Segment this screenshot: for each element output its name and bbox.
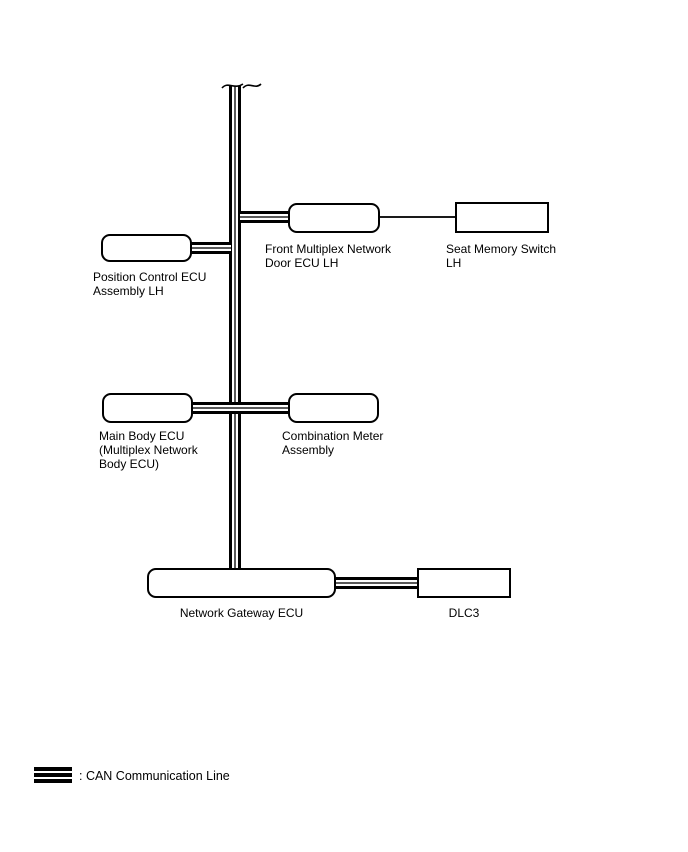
node-main-body-ecu	[102, 393, 193, 423]
legend-label: : CAN Communication Line	[79, 769, 230, 783]
can-branch-position-control	[190, 242, 231, 254]
can-branch-front-multiplex	[240, 211, 289, 223]
node-label-network-gateway: Network Gateway ECU	[179, 606, 304, 620]
node-seat-memory-switch	[455, 202, 549, 233]
node-label-position-control: Position Control ECU Assembly LH	[93, 270, 207, 298]
node-label-seat-memory: Seat Memory Switch LH	[446, 242, 557, 270]
can-bus-vertical	[229, 86, 241, 569]
can-branch-mainbody-combination	[191, 402, 290, 414]
node-label-main-body: Main Body ECU (Multiplex Network Body EC…	[99, 429, 198, 471]
node-dlc3	[417, 568, 511, 598]
node-front-multiplex-ecu	[288, 203, 380, 233]
node-position-control-ecu	[101, 234, 192, 262]
legend-can-line-symbol-icon	[34, 767, 72, 783]
bus-continuation-break-icon	[221, 83, 262, 89]
node-network-gateway-ecu	[147, 568, 336, 598]
node-combination-meter	[288, 393, 379, 423]
node-label-combination-meter: Combination Meter Assembly	[282, 429, 384, 457]
can-branch-gateway-dlc3	[334, 577, 418, 589]
node-label-dlc3: DLC3	[448, 606, 480, 620]
wire-frontmultiplex-seatmemory	[379, 216, 456, 218]
node-label-front-multiplex: Front Multiplex Network Door ECU LH	[265, 242, 392, 270]
